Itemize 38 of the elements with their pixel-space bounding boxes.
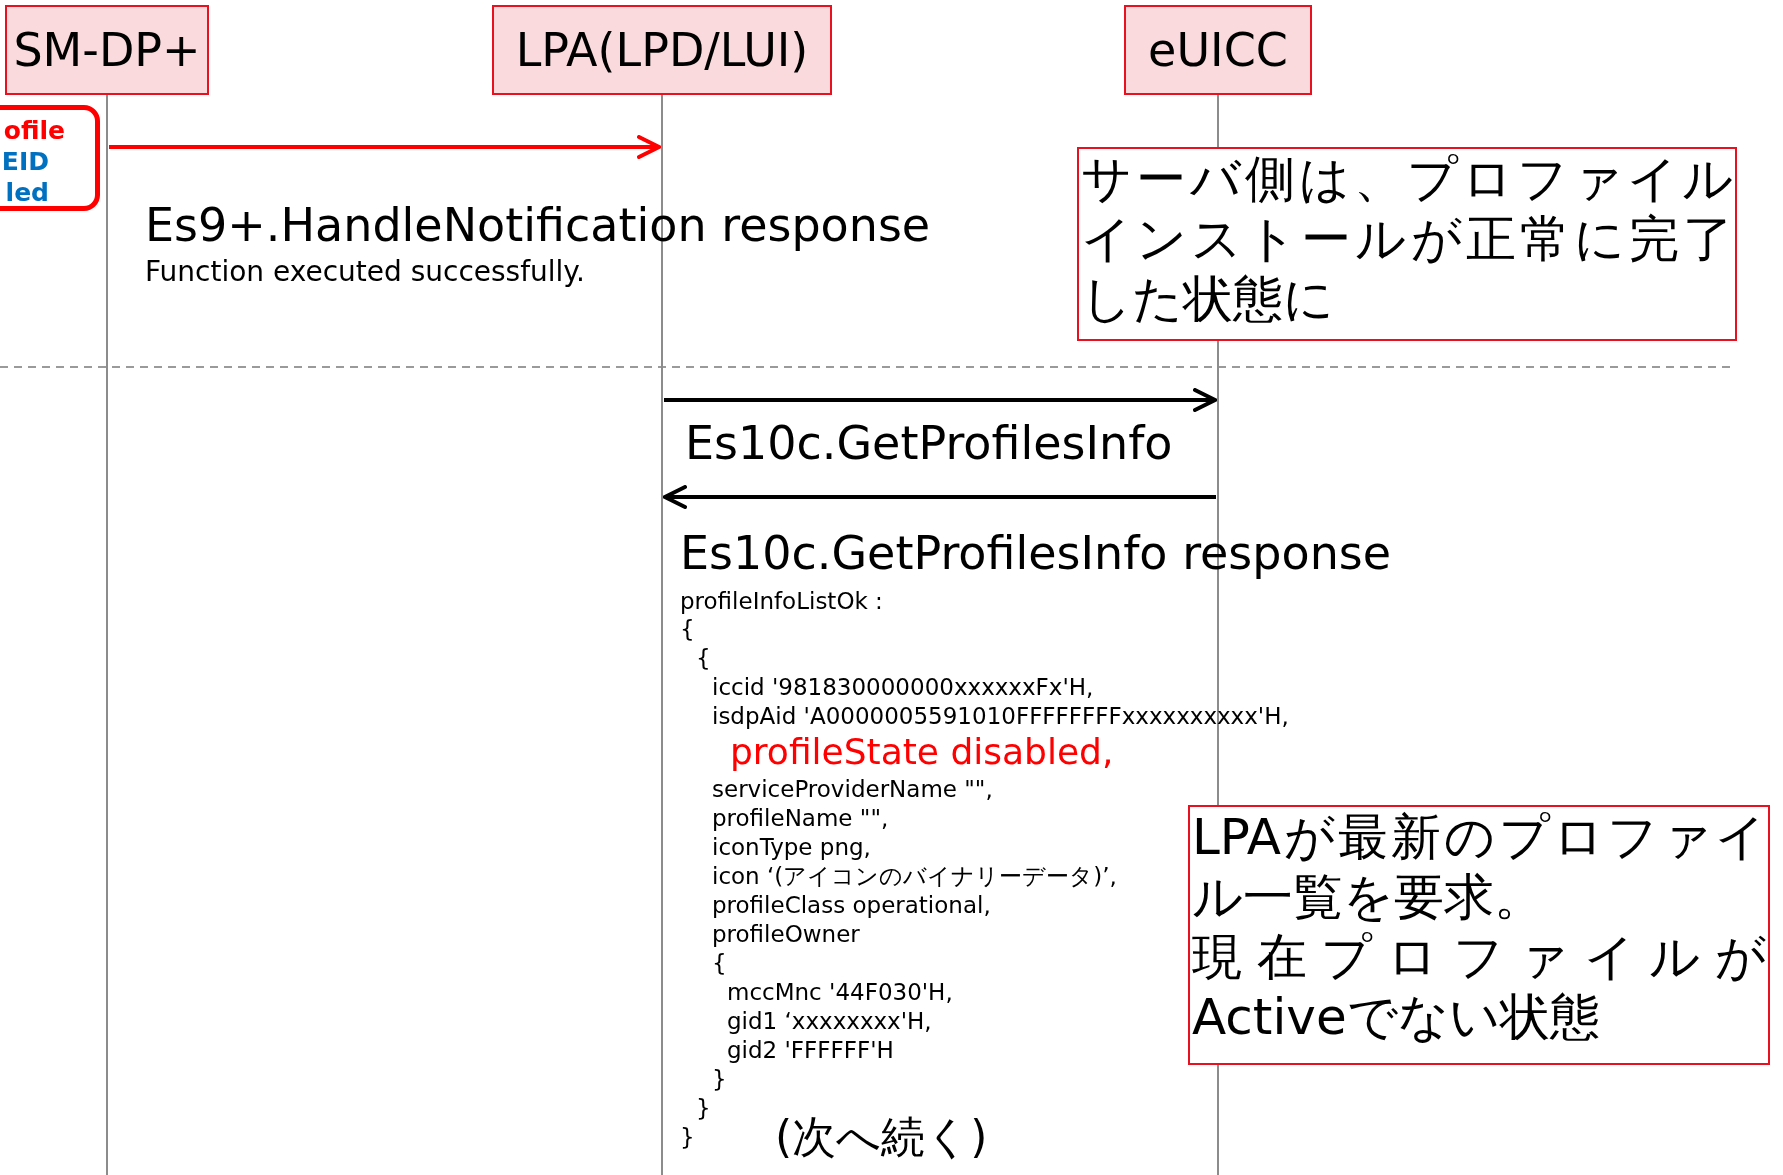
code-line: profileState disabled, xyxy=(730,734,1114,770)
code-line: icon ‘(アイコンのバイナリーデータ)’, xyxy=(712,865,1117,888)
arrow xyxy=(109,135,661,159)
box-text: ofile xyxy=(3,116,65,145)
box-text: led xyxy=(5,178,49,206)
code-line: } xyxy=(712,1068,727,1091)
code-line: { xyxy=(696,647,711,670)
code-line: profileClass operational, xyxy=(712,894,991,917)
note-text: LPAが最新のプロファイル一覧を要求。 xyxy=(1192,807,1766,927)
code-line: } xyxy=(696,1097,711,1120)
rounded-box xyxy=(0,105,100,211)
code-line: { xyxy=(712,952,727,975)
arrow xyxy=(664,388,1217,412)
edge-label: Es10c.GetProfilesInfo response xyxy=(680,526,1392,580)
code-line: profileName "", xyxy=(712,807,889,830)
edge-label: Es9+.HandleNotification response xyxy=(145,198,931,252)
participant-name: SM-DP+ xyxy=(13,23,201,77)
code-line: gid1 ‘xxxxxxxx'H, xyxy=(727,1010,932,1033)
code-line: profileOwner xyxy=(712,923,860,946)
code-line: mccMnc '44F030'H, xyxy=(727,981,953,1004)
participant-name: eUICC xyxy=(1148,23,1288,77)
box-text: EID xyxy=(1,147,49,176)
note-text: 現在プロファイルがActiveでない状態 xyxy=(1192,927,1766,1047)
note-text: サーバ側は、プロファイルインストールが正常に完了した状態に xyxy=(1081,149,1733,329)
code-line: iconType png, xyxy=(712,836,871,859)
code-line: iccid '981830000000xxxxxxFx'H, xyxy=(712,676,1094,699)
code-line: } xyxy=(680,1126,695,1149)
arrow xyxy=(663,485,1216,509)
edge-label: Es10c.GetProfilesInfo xyxy=(685,416,1173,470)
code-line: serviceProviderName "", xyxy=(712,778,993,801)
note-box xyxy=(1188,805,1770,1065)
continuation-note: (次へ続く) xyxy=(775,1115,988,1159)
participant-name: LPA(LPD/LUI) xyxy=(515,23,809,77)
code-line: profileInfoListOk : xyxy=(680,590,883,613)
code-line: { xyxy=(680,618,695,641)
code-line: isdpAid 'A0000005591010FFFFFFFFxxxxxxxxxx'H, xyxy=(712,705,1289,728)
code-line: gid2 'FFFFFF'H xyxy=(727,1039,894,1062)
edge-note: Function executed successfully. xyxy=(145,258,585,286)
